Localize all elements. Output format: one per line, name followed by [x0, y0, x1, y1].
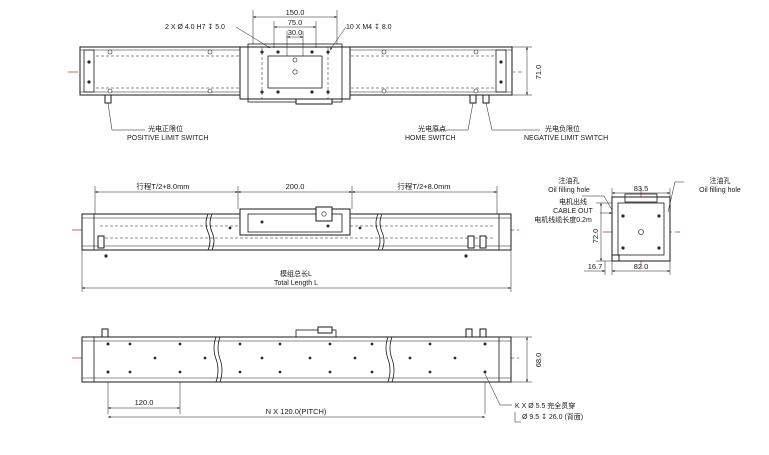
stroke-left-label: 行程T/2+8.0mm	[136, 181, 189, 191]
oil-hole-right-cn: 注油孔	[710, 176, 731, 185]
positive-limit-label-en: POSITIVE LIMIT SWITCH	[127, 135, 209, 142]
bottom-view: 68.0 120.0 N X 120.0(PITCH) K X Ø 5.5 完全…	[72, 326, 583, 423]
pin-hole-note: 2 X Ø 4.0 H7 ↧ 5.0	[165, 23, 225, 31]
top-view: 150.0 75.0 30.0 2 X Ø 4.0 H7 ↧ 5.0 10 X …	[68, 8, 608, 142]
home-switch	[469, 94, 477, 104]
top-right-endcap	[495, 49, 507, 93]
total-length-en: Total Length L	[274, 280, 318, 287]
cable-out-en: CABLE OUT	[553, 208, 593, 215]
hole-note-through: K X Ø 5.5 完全贯穿	[515, 401, 575, 410]
dim-72: 72.0	[591, 229, 600, 244]
total-length-cn: 模组总长L	[280, 269, 312, 278]
oil-hole-left-cn: 注油孔	[559, 176, 580, 185]
front-carriage	[239, 208, 351, 236]
end-view: 注油孔 Oil filling hole 注油孔 Oil filling hol…	[534, 176, 741, 275]
home-label-en: HOME SWITCH	[405, 135, 456, 142]
dim-120: 120.0	[135, 398, 154, 407]
dim-71: 71.0	[534, 65, 543, 80]
hole-note-counterbore: Ø 9.5 ↧ 26.0 (背面)	[522, 412, 583, 421]
carriage-length-label: 200.0	[286, 182, 305, 191]
dim-30: 30.0	[288, 28, 303, 37]
bottom-rail-body	[81, 336, 512, 383]
dim-83-5: 83.5	[634, 184, 649, 193]
bottom-hole-pattern	[106, 342, 487, 374]
pitch-label: N X 120.0(PITCH)	[266, 407, 327, 416]
top-left-endcap	[83, 49, 95, 93]
negative-limit-label-cn: 光电负限位	[545, 124, 580, 133]
negative-limit-label-en: NEGATIVE LIMIT SWITCH	[524, 135, 608, 142]
oil-hole-left-en: Oil filling hole	[548, 187, 590, 194]
positive-limit-label-cn: 光电正限位	[148, 124, 183, 133]
tapped-hole-note: 10 X M4 ↧ 8.0	[346, 23, 392, 31]
dim-68: 68.0	[534, 353, 543, 368]
positive-limit-switch	[104, 94, 112, 104]
dim-150: 150.0	[286, 8, 305, 17]
front-view: 行程T/2+8.0mm 200.0 行程T/2+8.0mm 模组总长L Tota…	[72, 181, 520, 292]
dim-16-7: 16.7	[588, 262, 603, 271]
end-view-body	[611, 196, 671, 262]
home-label-cn: 光电原点	[418, 124, 446, 133]
cable-out-cn: 电机出线	[559, 197, 587, 206]
cable-length: 电机线缆长度0.2m	[534, 215, 592, 224]
oil-hole-right-en: Oil filling hole	[699, 187, 741, 194]
stroke-right-label: 行程T/2+8.0mm	[397, 181, 450, 191]
dim-75: 75.0	[288, 18, 303, 27]
dim-82: 82.0	[634, 262, 649, 271]
negative-limit-switch	[482, 94, 490, 104]
